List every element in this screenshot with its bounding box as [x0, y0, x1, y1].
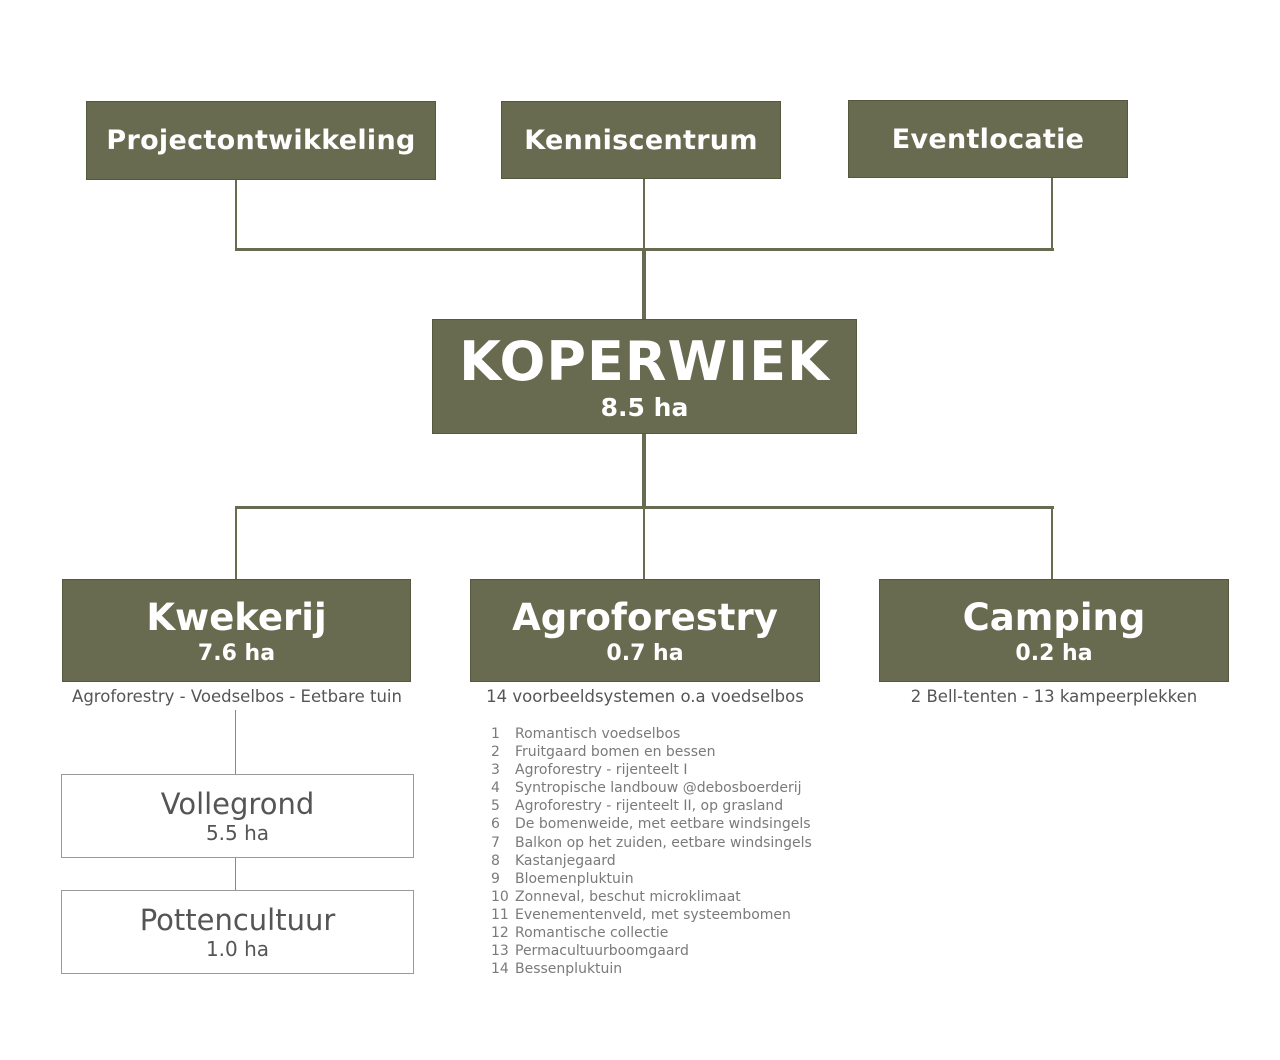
list-item: 9 Bloemenpluktuin: [491, 870, 812, 888]
root-area: 8.5 ha: [600, 393, 689, 422]
list-item-number: 5: [491, 798, 500, 815]
connector: [642, 249, 646, 319]
list-item-label: Agroforestry - rijenteelt II, op graslan…: [515, 798, 784, 815]
connector: [235, 710, 236, 774]
list-item: 4 Syntropische landbouw @debosboerderij: [491, 779, 812, 797]
branch-area: 0.2 ha: [1015, 641, 1093, 666]
connector: [235, 506, 1054, 509]
connector: [1051, 508, 1053, 579]
unit-projectontwikkeling: Projectontwikkeling: [86, 101, 436, 180]
root-title: KOPERWIEK: [459, 330, 830, 393]
branch-subtitle: 2 Bell-tenten - 13 kampeerplekken: [910, 687, 1198, 706]
list-item: 1 Romantisch voedselbos: [491, 725, 812, 743]
list-item: 12 Romantische collectie: [491, 924, 812, 942]
list-item-label: Fruitgaard bomen en bessen: [515, 744, 716, 761]
list-item: 14 Bessenpluktuin: [491, 960, 812, 978]
list-item-number: 14: [491, 961, 509, 978]
list-item-number: 8: [491, 852, 500, 869]
list-item-number: 13: [491, 943, 509, 960]
list-item: 5 Agroforestry - rijenteelt II, op grasla…: [491, 797, 812, 815]
branch-title: Agroforestry: [512, 596, 778, 639]
branch-agroforestry: Agroforestry 0.7 ha: [470, 579, 820, 682]
list-item-label: Permacultuurboomgaard: [515, 943, 689, 960]
unit-label: Projectontwikkeling: [106, 125, 416, 156]
list-item-label: Romantisch voedselbos: [515, 726, 681, 742]
child-vollegrond: Vollegrond 5.5 ha: [61, 774, 414, 858]
list-item-label: Zonneval, beschut microklimaat: [515, 888, 741, 905]
connector: [643, 179, 645, 249]
child-title: Pottencultuur: [139, 903, 336, 937]
list-item-number: 7: [491, 834, 500, 851]
connector: [1051, 178, 1053, 250]
branch-area: 0.7 ha: [606, 641, 684, 666]
list-item-label: Balkon op het zuiden, eetbare windsingel…: [515, 834, 812, 851]
branch-area: 7.6 ha: [197, 641, 276, 666]
list-item-label: Romantische collectie: [515, 925, 669, 942]
list-item-number: 3: [491, 762, 500, 779]
list-item-number: 11: [491, 906, 509, 923]
branch-title: Kwekerij: [146, 596, 327, 639]
root-koperwiek: KOPERWIEK 8.5 ha: [432, 319, 857, 434]
child-pottencultuur: Pottencultuur 1.0 ha: [61, 890, 414, 974]
list-item: 8 Kastanjegaard: [491, 852, 812, 870]
connector: [235, 508, 237, 579]
unit-eventlocatie: Eventlocatie: [848, 100, 1128, 178]
list-item-label: Kastanjegaard: [515, 852, 616, 869]
list-item: 7 Balkon op het zuiden, eetbare windsinge…: [491, 834, 812, 852]
child-area: 1.0 ha: [205, 937, 270, 961]
unit-label: Kenniscentrum: [524, 124, 758, 156]
list-item-number: 6: [491, 816, 500, 833]
branch-subtitle: Agroforestry - Voedselbos - Eetbare tuin: [72, 687, 402, 706]
list-item-label: Bessenpluktuin: [515, 961, 623, 978]
unit-kenniscentrum: Kenniscentrum: [501, 101, 781, 179]
connector: [235, 857, 236, 890]
child-area: 5.5 ha: [205, 821, 270, 845]
connector: [642, 433, 646, 507]
list-item-label: Agroforestry - rijenteelt I: [515, 762, 688, 779]
list-item: 6 De bomenweide, met eetbare windsingels: [491, 815, 812, 833]
connector: [643, 508, 645, 579]
list-item-number: 9: [491, 870, 500, 887]
list-item-label: Bloemenpluktuin: [515, 870, 634, 887]
list-item-number: 12: [491, 925, 509, 942]
list-item-label: Evenementenveld, met systeembomen: [515, 906, 791, 923]
list-item-number: 1: [491, 726, 500, 742]
branch-kwekerij: Kwekerij 7.6 ha: [62, 579, 411, 682]
list-item: 10 Zonneval, beschut microklimaat: [491, 888, 812, 906]
branch-subtitle: 14 voorbeeldsystemen o.a voedselbos: [486, 687, 804, 706]
list-item-number: 4: [491, 780, 500, 797]
list-item-label: De bomenweide, met eetbare windsingels: [515, 816, 811, 833]
agroforestry-systems-list: 1 Romantisch voedselbos 2 Fruitgaard bomen …: [491, 725, 812, 978]
list-item: 11 Evenementenveld, met systeembomen: [491, 906, 812, 924]
list-item: 13 Permacultuurboomgaard: [491, 942, 812, 960]
list-item: 2 Fruitgaard bomen en bessen: [491, 743, 812, 761]
list-item-number: 10: [491, 888, 509, 905]
list-item-label: Syntropische landbouw @debosboerderij: [515, 780, 802, 797]
unit-label: Eventlocatie: [891, 123, 1085, 155]
list-item: 3 Agroforestry - rijenteelt I: [491, 761, 812, 779]
child-title: Vollegrond: [160, 787, 315, 821]
list-item-number: 2: [491, 744, 500, 761]
branch-camping: Camping 0.2 ha: [879, 579, 1229, 682]
branch-title: Camping: [962, 596, 1146, 639]
connector: [235, 180, 237, 250]
